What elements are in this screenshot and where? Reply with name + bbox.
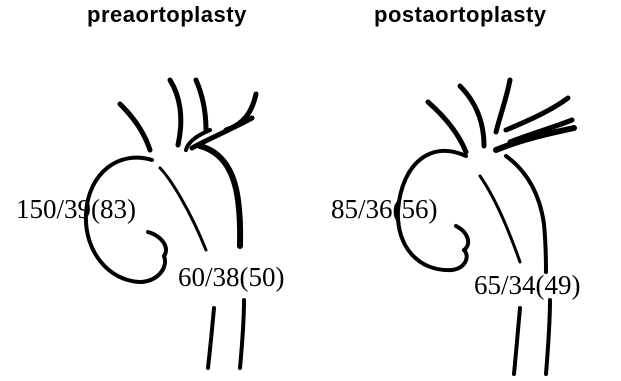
aortic-root-bulge bbox=[456, 226, 468, 250]
pre-ascending-pressure-label: 150/39(83) bbox=[16, 196, 136, 223]
descending-aorta-outer bbox=[200, 146, 240, 246]
descending-aorta-inner bbox=[480, 176, 520, 262]
head-vessel-1 bbox=[428, 102, 466, 152]
head-vessel-2 bbox=[170, 80, 181, 145]
descending-aorta-left-lower bbox=[208, 308, 214, 368]
head-vessel-3 bbox=[196, 80, 206, 130]
pre-descending-pressure-label: 60/38(50) bbox=[178, 264, 284, 291]
head-vessel-3 bbox=[496, 80, 510, 132]
head-vessel-1 bbox=[120, 104, 150, 150]
aortic-root-bulge bbox=[148, 232, 166, 256]
descending-aorta-outer bbox=[506, 156, 546, 272]
post-descending-pressure-label: 65/34(49) bbox=[474, 272, 580, 299]
aorta-drawing-pre bbox=[86, 80, 256, 368]
aorta-drawing-post bbox=[398, 80, 574, 374]
post-ascending-pressure-label: 85/36(56) bbox=[331, 196, 437, 223]
descending-aorta-left-lower bbox=[514, 308, 520, 374]
descending-aorta-right-lower bbox=[240, 300, 244, 368]
head-vessel-2 bbox=[460, 86, 484, 146]
aortic-arch-inner bbox=[160, 168, 206, 250]
descending-aorta-right-lower bbox=[546, 300, 550, 374]
